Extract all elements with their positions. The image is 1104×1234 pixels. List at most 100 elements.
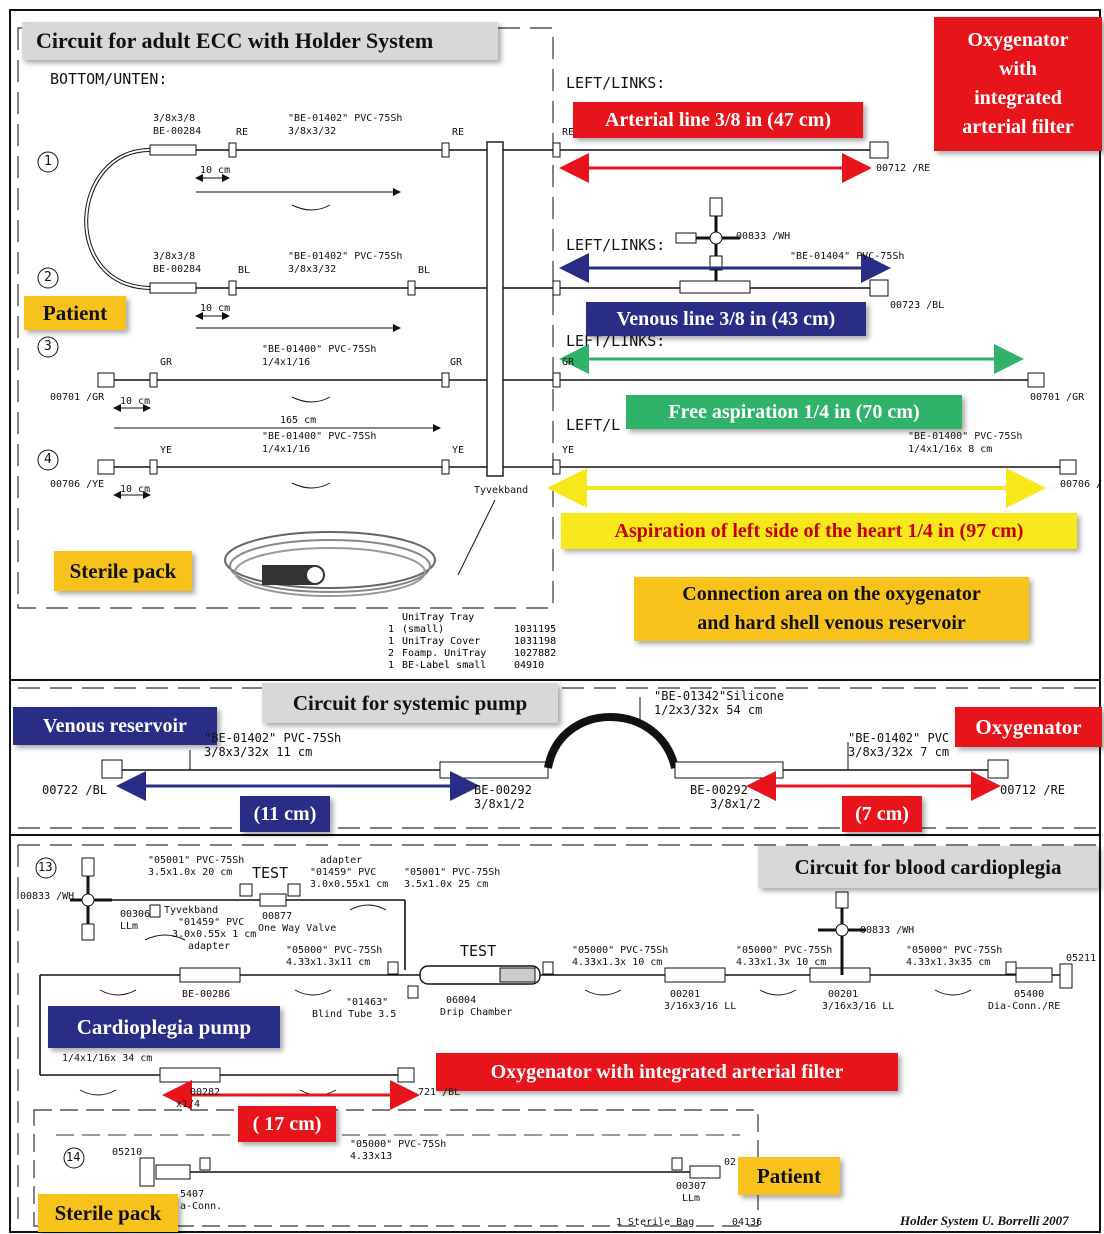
l4-ye3: YE	[562, 445, 575, 456]
mid-silicone-a: "BE-01342"Silicone	[654, 689, 785, 703]
l1-conn-a: 3/8x3/8	[153, 113, 196, 124]
mid-conn-right-a: BE-00292	[690, 783, 748, 797]
mid-spec-right-a: "BE-01402" PVC	[848, 731, 950, 745]
b-spec4-a: "05000" PVC-75Sh	[572, 945, 669, 956]
b-valve-right: 00833 /WH	[860, 925, 915, 936]
l1-re3: RE	[562, 127, 575, 138]
b-conn201a-a: 00201	[670, 989, 701, 1000]
l4-ye1: YE	[160, 445, 173, 456]
mid-conn-left-a: BE-00292	[474, 783, 532, 797]
outer-frame	[9, 9, 1101, 1233]
b-drip-a: 06004	[446, 995, 477, 1006]
line-4-circle	[37, 449, 59, 471]
l2-spec2: "BE-01404" PVC-75Sh	[790, 251, 905, 262]
l3-gr2: GR	[450, 357, 463, 368]
l1-end: 00712 /RE	[876, 163, 931, 174]
b-drip-b: Drip Chamber	[440, 1007, 513, 1018]
cardioplegia-title: Circuit for blood cardioplegia	[758, 846, 1098, 888]
oxy-line-2: with	[999, 58, 1037, 80]
mid-silicone-b: 1/2x3/32x 54 cm	[654, 703, 763, 717]
connection-line-2: and hard shell venous reservoir	[697, 612, 966, 634]
b-adapter-b: "01459" PVC	[310, 867, 377, 878]
line-3-circle	[37, 336, 59, 358]
b-conn201a-b: 3/16x3/16 LL	[664, 1001, 737, 1012]
oxygenator-label-middle: Oxygenator	[955, 707, 1102, 747]
b-tyvek: Tyvekband	[164, 905, 219, 916]
l1-spec-b: 3/8x3/32	[288, 126, 337, 137]
b-conn201b-a: 00201	[828, 989, 859, 1000]
l4-tyvek: Tyvekband	[474, 485, 529, 496]
line-number-3: 3	[44, 339, 52, 354]
coiled-tube-illustration	[224, 531, 436, 597]
b-blind-b: Blind Tube 3.5	[312, 1009, 397, 1020]
b-end00307-b: LLm	[682, 1193, 701, 1204]
l1-re1: RE	[236, 127, 249, 138]
top-title: Circuit for adult ECC with Holder System	[22, 22, 498, 60]
b-oneway-b: One Way Valve	[258, 923, 337, 934]
b-conn201b-b: 3/16x3/16 LL	[822, 1001, 895, 1012]
l4-spec-b: 1/4x1/16	[262, 444, 311, 455]
mid-spec-left-b: 3/8x3/32x 11 cm	[204, 745, 313, 759]
sterile-pack-label-bottom: Sterile pack	[38, 1194, 178, 1232]
l3-end: 00701 /GR	[1030, 392, 1085, 403]
b-end05211: 05211	[1066, 953, 1097, 964]
b-oneway-a: 00877	[262, 911, 293, 922]
b-conn282-a: 00282	[190, 1087, 221, 1098]
connection-line-1: Connection area on the oxygenator	[682, 583, 981, 605]
b-llm-a: 00306	[120, 909, 151, 920]
b-spec1-a: "05001" PVC-75Sh	[148, 855, 245, 866]
l4-spec2-b: 1/4x1/16x 8 cm	[908, 444, 993, 455]
cardioplegia-pump-label: Cardioplegia pump	[48, 1006, 280, 1048]
b-test1: TEST	[252, 864, 289, 882]
b-spec2-b: 3.5x1.0x 25 cm	[404, 879, 489, 890]
l2-dim: 10 cm	[200, 303, 231, 314]
b-spec5-a: "05000" PVC-75Sh	[736, 945, 833, 956]
line-number-4: 4	[44, 452, 52, 467]
oxygenator-filter-label-bottom: Oxygenator with integrated arterial filt…	[436, 1053, 898, 1091]
patient-label-top: Patient	[24, 296, 126, 330]
b-tube-small: 1/4x1/16x 34 cm	[62, 1053, 153, 1064]
l3-len: 165 cm	[280, 415, 317, 426]
b-spec3-b: 4.33x1.3x11 cm	[286, 957, 371, 968]
l4-spec-a: "BE-01400" PVC-75Sh	[262, 431, 377, 442]
l1-dim: 10 cm	[200, 165, 231, 176]
oxygenator-filter-box: Oxygenator with integrated arterial filt…	[934, 17, 1102, 151]
b-spec6-b: 4.33x1.3x35 cm	[906, 957, 991, 968]
b-end05407-a: 5407	[180, 1189, 205, 1200]
l2-valve: 00833 /WH	[736, 231, 791, 242]
arterial-line-label: Arterial line 3/8 in (47 cm)	[573, 102, 863, 138]
l2-end: 00723 /BL	[890, 300, 945, 311]
mid-spec-right-b: 3/8x3/32x 7 cm	[848, 745, 950, 759]
l1-conn-b: BE-00284	[153, 126, 202, 137]
l3-gr1: GR	[160, 357, 173, 368]
l2-conn-b: BE-00284	[153, 264, 202, 275]
venous-line-label: Venous line 3/8 in (43 cm)	[586, 302, 866, 336]
b-adapter-c: 3.0x0.55x1 cm	[310, 879, 389, 890]
mid-right-end: 00712 /RE	[1000, 783, 1066, 797]
connection-area-label: Connection area on the oxygenator and ha…	[634, 577, 1029, 641]
dim-7cm-label: (7 cm)	[842, 796, 922, 832]
b-llm-b: LLm	[120, 921, 139, 932]
b-pvc1459-c: adapter	[188, 941, 231, 952]
l3-gr3: GR	[562, 357, 575, 368]
heart-aspiration-label: Aspiration of left side of the heart 1/4…	[561, 513, 1077, 549]
b-end00307-a: 00307	[676, 1181, 707, 1192]
b-spec6-a: "05000" PVC-75Sh	[906, 945, 1003, 956]
mid-conn-right-b: 3/8x1/2	[710, 797, 761, 811]
bottom-unten-label: BOTTOM/UNTEN:	[50, 70, 168, 88]
b-spec2-a: "05001" PVC-75Sh	[404, 867, 501, 878]
free-aspiration-label: Free aspiration 1/4 in (70 cm)	[626, 395, 962, 429]
b-spec7-a: "05000" PVC-75Sh	[350, 1139, 447, 1150]
b-valve-left: 00833 /WH	[20, 891, 75, 902]
dashed-frame-bottom	[17, 844, 1098, 1225]
line-2-circle	[37, 267, 59, 289]
l2-bl2: BL	[418, 265, 431, 276]
b-spec5-b: 4.33x1.3x 10 cm	[736, 957, 827, 968]
b-spec3-a: "05000" PVC-75Sh	[286, 945, 383, 956]
sterile-pack-label-top: Sterile pack	[54, 551, 192, 591]
l4-dim: 10 cm	[120, 484, 151, 495]
